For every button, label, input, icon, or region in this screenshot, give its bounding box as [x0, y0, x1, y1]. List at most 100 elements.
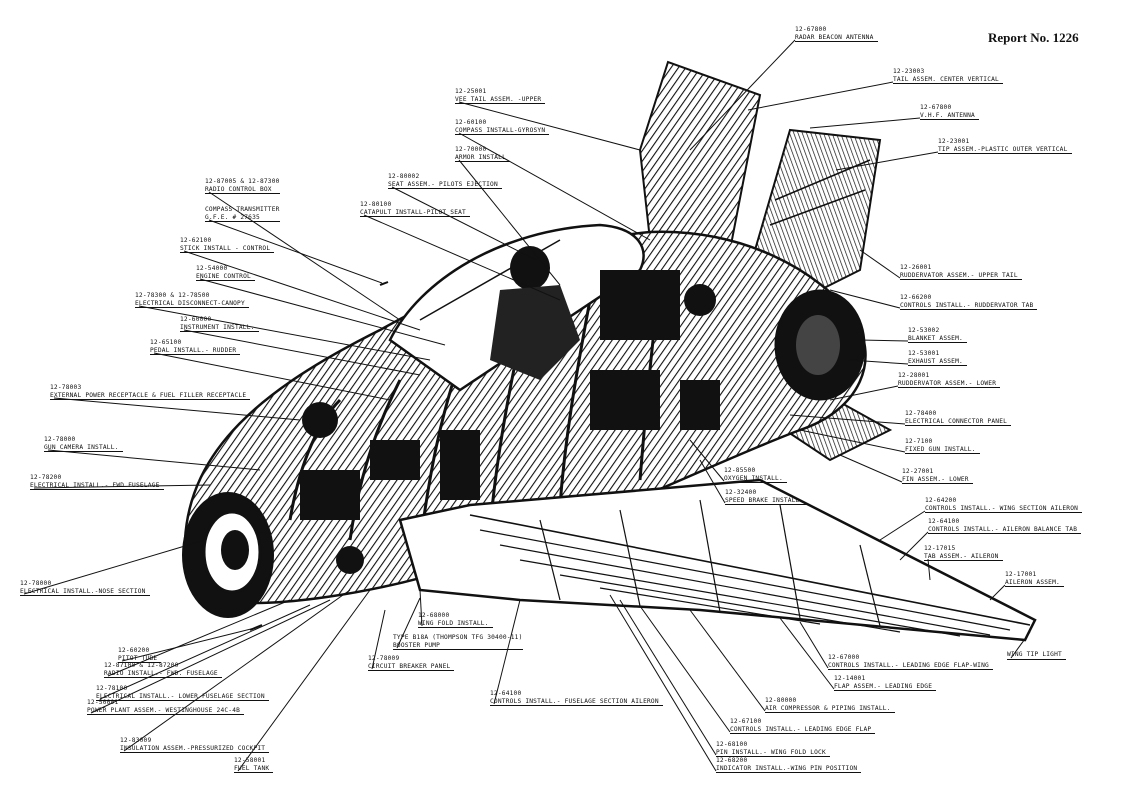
callout-wing-tip-light: WING TIP LIGHT	[1007, 651, 1066, 660]
callout-part-name: ELECTRICAL INSTALL.- LOWER FUSELAGE SECT…	[96, 693, 269, 701]
callout-part-name: TIP ASSEM.-PLASTIC OUTER VERTICAL	[938, 146, 1072, 154]
callout-part-number: 12-60000	[180, 316, 212, 323]
callout-part-number: COMPASS TRANSMITTER	[205, 206, 280, 213]
leader-line-wing-section-aileron	[879, 510, 926, 541]
callout-part-name: FIXED GUN INSTALL.	[905, 446, 980, 454]
callout-part-number: 12-78300 & 12-78500	[135, 292, 210, 299]
leader-line-engine-control	[199, 278, 446, 346]
callout-part-number: 12-60100	[455, 119, 487, 126]
leader-line-catapult-seat	[363, 214, 561, 301]
callout-part-number: 12-32400	[725, 489, 757, 496]
callout-part-name: V.H.F. ANTENNA	[920, 112, 979, 120]
callout-part-name: FUEL TANK	[234, 765, 274, 773]
callout-part-name: RADIO CONTROL BOX	[205, 186, 280, 194]
callout-part-number: 12-80100	[360, 201, 392, 208]
leader-line-vhf-antenna	[809, 117, 921, 129]
callout-part-number: 12-80000	[765, 697, 797, 704]
leader-line-gun-camera	[47, 449, 261, 471]
callout-part-number: 12-83009	[120, 737, 152, 744]
leader-line-tip-assem	[835, 151, 939, 171]
callout-part-number: 12-17001	[1005, 571, 1037, 578]
callout-part-name: WING FOLD INSTALL.	[418, 620, 493, 628]
leader-line-ruddervator-tab	[829, 289, 901, 309]
callout-part-number: 12-70000	[455, 146, 487, 153]
callout-part-name: TAB ASSEM.- AILERON	[924, 553, 1003, 561]
callout-part-number: 12-78400	[905, 410, 937, 417]
callout-part-name: CIRCUIT BREAKER PANEL	[368, 663, 455, 671]
callout-part-name: EXTERNAL POWER RECEPTACLE & FUEL FILLER …	[50, 392, 251, 400]
leader-line-armor-install	[458, 159, 561, 286]
callout-part-name: CATAPULT INSTALL-PILOT SEAT	[360, 209, 470, 217]
callout-part-number: 12-78009	[368, 655, 400, 662]
leader-line-fin-lower	[839, 454, 903, 483]
callout-part-number: 12-66200	[900, 294, 932, 301]
leader-line-circuit-breaker	[371, 609, 386, 670]
callout-part-name: ELECTRICAL INSTALL.- FWD FUSELAGE	[30, 482, 164, 490]
leader-line-le-flap-wing	[799, 621, 829, 669]
leader-line-ruddervator-lower	[829, 385, 899, 401]
leader-line-elec-fwd-fuselage	[33, 484, 211, 489]
callout-part-name: RADAR BEACON ANTENNA	[795, 34, 878, 42]
leader-line-flap-le	[779, 617, 835, 690]
leader-line-insulation	[123, 589, 351, 752]
vee-tail-upper-left	[638, 60, 762, 252]
callout-part-name: OXYGEN INSTALL.	[724, 475, 787, 483]
callout-part-number: 12-60200	[118, 647, 150, 654]
callout-part-name: VEE TAIL ASSEM. -UPPER	[455, 96, 546, 104]
leader-line-aileron-balance-tab	[899, 531, 929, 561]
callout-part-name: GUN CAMERA INSTALL.	[44, 444, 123, 452]
leader-line-tail-center-vertical	[747, 81, 894, 111]
leader-line-wing-fold-lock	[619, 599, 717, 756]
leader-line-radar-beacon-antenna	[689, 39, 796, 151]
callout-part-name: G.F.E. # 27635	[205, 214, 280, 222]
callout-part-name: ELECTRICAL DISCONNECT-CANOPY	[135, 300, 249, 308]
callout-part-number: 12-58001	[234, 757, 266, 764]
callout-part-number: TYPE B18A (THOMPSON TFG 30400-11)	[393, 634, 523, 641]
callout-part-name: INSULATION ASSEM.-PRESSURIZED COCKPIT	[120, 745, 270, 753]
callout-part-number: 12-78000	[44, 436, 76, 443]
callout-part-number: 12-67800	[795, 26, 827, 33]
callout-part-number: 12-64100	[928, 518, 960, 525]
callout-part-name: RUDDERVATOR ASSEM.- LOWER	[898, 380, 1001, 388]
leader-line-air-compressor	[689, 609, 766, 712]
wing	[398, 478, 1037, 642]
callout-part-number: 12-78200	[30, 474, 62, 481]
pilot-helmet	[510, 246, 550, 290]
callout-part-name: CONTROLS INSTALL.- LEADING EDGE FLAP-WIN…	[828, 662, 993, 670]
pilot-body	[490, 285, 580, 380]
callout-part-name: RADIO INSTALL.- FWD. FUSELAGE	[104, 670, 222, 678]
callout-part-number: 12-14001	[834, 675, 866, 682]
callout-part-number: 12-67100	[730, 718, 762, 725]
callout-part-name: FLAP ASSEM.- LEADING EDGE	[834, 683, 937, 691]
leader-line-power-plant	[90, 599, 331, 714]
callout-booster-pump: TYPE B18A (THOMPSON TFG 30400-11)BOOSTER…	[393, 634, 523, 650]
callout-part-name: POWER PLANT ASSEM.- WESTINGHOUSE 24C-4B	[87, 707, 245, 715]
callout-part-number: 12-68000	[418, 612, 450, 619]
callout-part-name: ELECTRICAL CONNECTOR PANEL	[905, 418, 1012, 426]
leader-line-radio-control-box	[208, 191, 401, 321]
